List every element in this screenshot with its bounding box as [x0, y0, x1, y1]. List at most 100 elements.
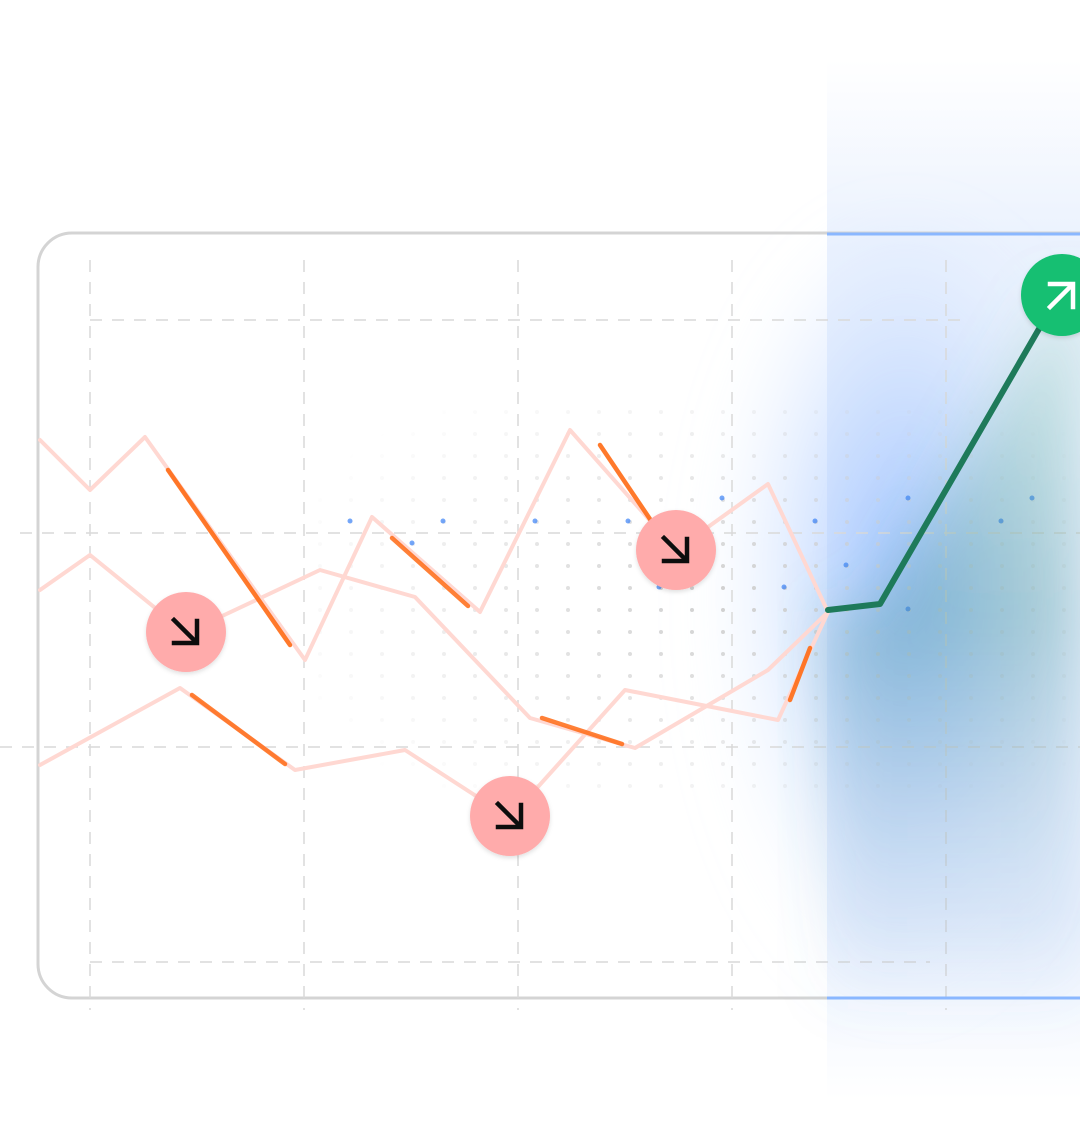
decline-line-middle	[38, 553, 830, 750]
dot	[876, 586, 880, 590]
blue-dot	[440, 518, 446, 524]
dot	[442, 740, 446, 744]
dot	[814, 542, 818, 546]
dot	[504, 608, 508, 612]
dot	[876, 410, 880, 414]
dot	[845, 498, 849, 502]
dot	[845, 542, 849, 546]
dot	[845, 454, 849, 458]
dot	[442, 696, 446, 700]
dot	[566, 520, 570, 524]
dot	[659, 718, 663, 722]
dot	[876, 498, 880, 502]
dot	[504, 630, 508, 634]
dot	[721, 674, 725, 678]
dot	[318, 696, 322, 700]
dot	[721, 652, 725, 656]
dot	[349, 740, 353, 744]
dot	[876, 542, 880, 546]
dot	[938, 476, 942, 480]
dot	[442, 608, 446, 612]
dot	[473, 740, 477, 744]
dot	[752, 432, 756, 436]
dot	[566, 652, 570, 656]
blue-dot	[781, 584, 787, 590]
dot	[318, 410, 322, 414]
dot	[566, 608, 570, 612]
dot	[504, 586, 508, 590]
dot	[442, 784, 446, 788]
dot	[752, 454, 756, 458]
dot	[597, 762, 601, 766]
dot	[628, 454, 632, 458]
dot	[721, 740, 725, 744]
dot	[504, 410, 508, 414]
dot	[814, 696, 818, 700]
decline-badge-2	[636, 510, 716, 590]
dot	[690, 696, 694, 700]
dot	[566, 454, 570, 458]
dot	[783, 784, 787, 788]
dot	[535, 542, 539, 546]
dot	[752, 498, 756, 502]
dot	[597, 542, 601, 546]
dot	[318, 454, 322, 458]
dot	[690, 762, 694, 766]
dot	[473, 696, 477, 700]
dot	[783, 674, 787, 678]
dot	[752, 652, 756, 656]
dot	[690, 498, 694, 502]
dot	[752, 608, 756, 612]
dot	[349, 718, 353, 722]
dot	[349, 762, 353, 766]
dot	[473, 410, 477, 414]
dot	[783, 410, 787, 414]
dot	[442, 652, 446, 656]
dot	[411, 520, 415, 524]
dot	[318, 432, 322, 436]
dot	[690, 630, 694, 634]
dot	[566, 630, 570, 634]
dot	[411, 498, 415, 502]
dot	[349, 542, 353, 546]
dot	[535, 454, 539, 458]
dot	[814, 652, 818, 656]
dot	[318, 498, 322, 502]
dot	[380, 784, 384, 788]
dot	[752, 520, 756, 524]
dot	[504, 740, 508, 744]
dot	[814, 784, 818, 788]
dot	[876, 454, 880, 458]
arrow-down-right-icon	[494, 800, 524, 830]
dot	[814, 432, 818, 436]
dot	[721, 564, 725, 568]
dot	[721, 410, 725, 414]
blue-dot	[532, 518, 538, 524]
dot	[380, 432, 384, 436]
dot	[349, 784, 353, 788]
dot	[411, 718, 415, 722]
dot	[349, 432, 353, 436]
dot	[349, 652, 353, 656]
blue-dot	[843, 562, 849, 568]
dot	[442, 564, 446, 568]
dot	[535, 696, 539, 700]
dot	[411, 476, 415, 480]
dot	[349, 674, 353, 678]
dot	[752, 762, 756, 766]
dot	[659, 498, 663, 502]
blue-dot	[347, 518, 353, 524]
dot	[938, 432, 942, 436]
dot	[783, 762, 787, 766]
dot	[566, 674, 570, 678]
dot	[473, 674, 477, 678]
dot	[566, 740, 570, 744]
dot	[659, 740, 663, 744]
dot	[721, 454, 725, 458]
dot	[628, 740, 632, 744]
dot	[318, 586, 322, 590]
dot	[659, 608, 663, 612]
dot	[690, 476, 694, 480]
declining-lines	[38, 428, 830, 820]
decline-badge-1	[146, 592, 226, 672]
